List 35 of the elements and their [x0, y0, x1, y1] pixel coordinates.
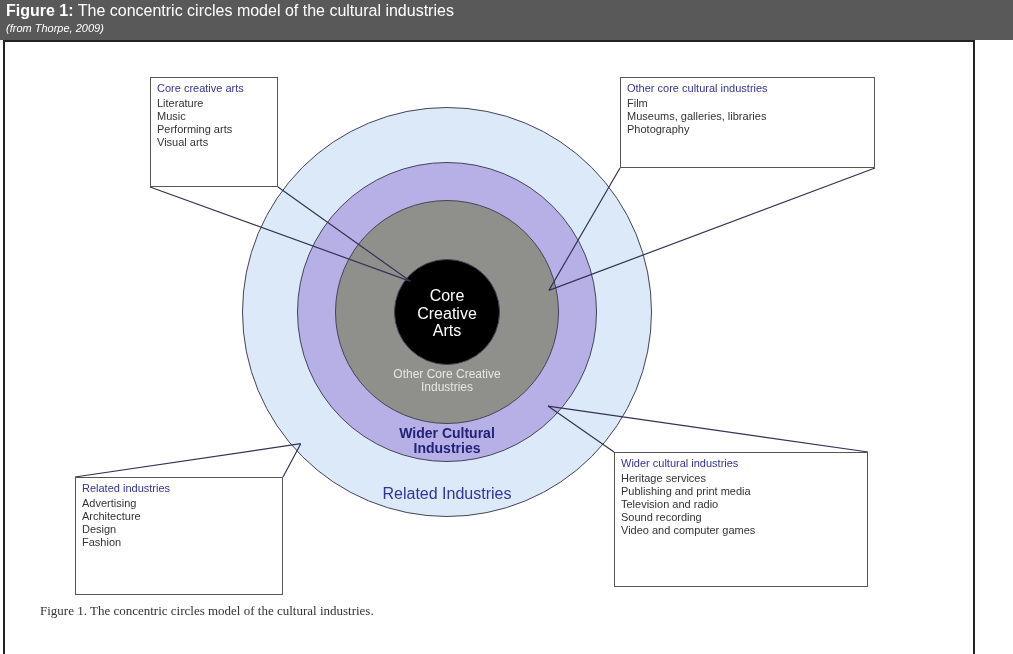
figure-caption: Figure 1. The concentric circles model of the cultural industries.	[40, 603, 374, 619]
callout-pointer	[74, 443, 302, 478]
ring-label: Wider Cultural Industries	[398, 426, 496, 457]
callout-box	[150, 77, 278, 187]
list-item: Literature	[157, 97, 205, 110]
callout-box	[620, 77, 875, 168]
ring-label: Related Industries	[381, 485, 513, 503]
list-item: Design	[82, 523, 118, 536]
ring-label: Other Core Creative Industries	[392, 368, 502, 395]
source-note: (from Thorpe, 2009)	[6, 22, 104, 34]
list-item: Television and radio	[621, 498, 720, 511]
list-item: Performing arts	[157, 123, 234, 136]
list-item: Museums, galleries, libraries	[627, 110, 768, 123]
callout-heading: Core creative arts	[157, 82, 245, 95]
core-label: Core Creative Arts	[416, 287, 478, 340]
list-item: Visual arts	[157, 136, 210, 149]
callout-heading: Wider cultural industries	[621, 457, 740, 470]
list-item: Music	[157, 110, 187, 123]
figure-title: Figure 1: The concentric circles model of the cultural industries	[6, 2, 454, 20]
callout-box	[614, 452, 868, 587]
callout-heading: Related industries	[82, 482, 172, 495]
list-item: Sound recording	[621, 511, 703, 524]
list-item: Heritage services	[621, 472, 707, 485]
list-item: Video and computer games	[621, 524, 757, 537]
callout-box	[75, 477, 283, 595]
callout-pointer	[149, 186, 412, 282]
callout-pointer	[547, 405, 869, 453]
list-item: Photography	[627, 123, 691, 136]
callout-pointer	[548, 167, 876, 291]
list-item: Fashion	[82, 536, 123, 549]
callout-heading: Other core cultural industries	[627, 82, 769, 95]
list-item: Architecture	[82, 510, 142, 523]
list-item: Publishing and print media	[621, 485, 752, 498]
list-item: Film	[627, 97, 649, 110]
list-item: Advertising	[82, 497, 138, 510]
